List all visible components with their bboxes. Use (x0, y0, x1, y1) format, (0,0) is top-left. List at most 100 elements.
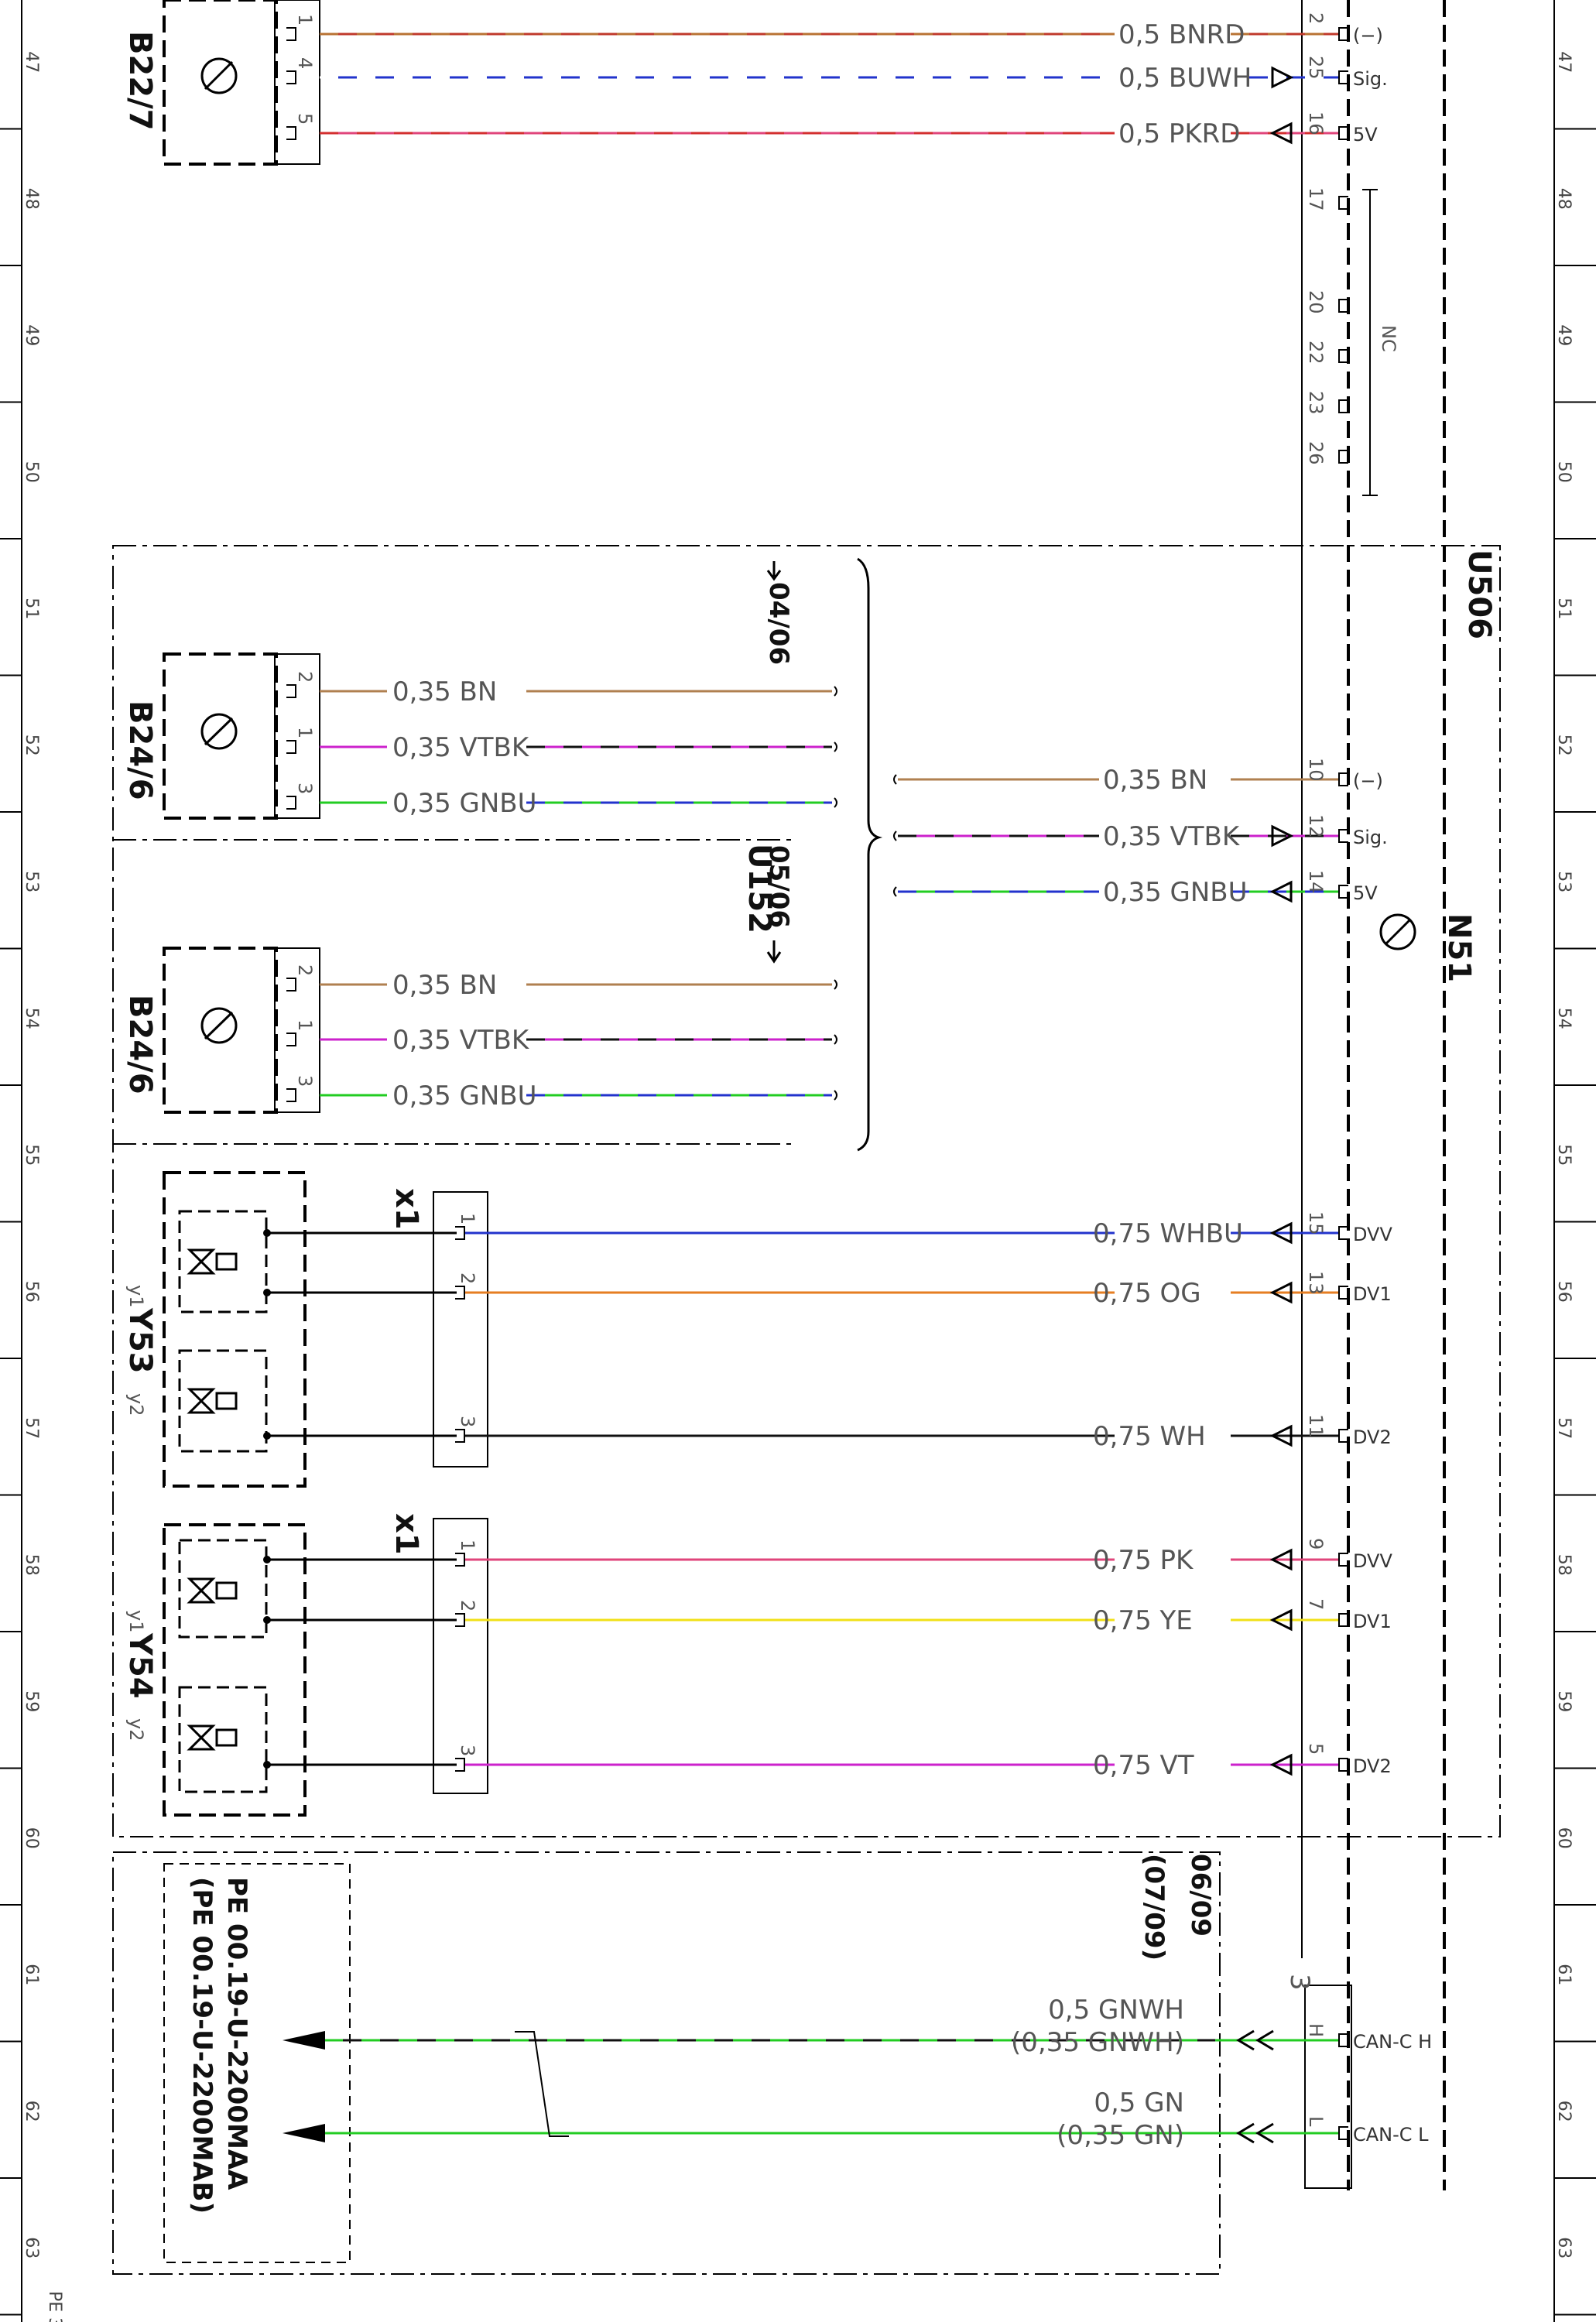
signal-name: Sig. (1353, 827, 1388, 848)
wire-break-icon (834, 979, 837, 990)
ruler-label: 54 (22, 1008, 41, 1029)
pin-socket (455, 1613, 465, 1627)
wire-label: 0,75 YE (1093, 1605, 1193, 1636)
pin-socket (1338, 1429, 1348, 1443)
pin-socket (455, 1429, 465, 1443)
pin-socket (1338, 27, 1348, 41)
wire-label: 0,5 PKRD (1118, 118, 1240, 149)
can-signal-name: CAN-C L (1353, 2124, 1429, 2146)
y54-y1-label: y1 (125, 1610, 147, 1632)
ruler-label: 60 (1554, 1827, 1574, 1849)
junction-dot (263, 1616, 271, 1624)
wire-label: 0,75 VT (1093, 1750, 1194, 1781)
wire-label: 0,35 VTBK (392, 1025, 530, 1056)
ruler-label: 48 (22, 188, 41, 210)
variant-04-06: 04/06 (763, 582, 794, 665)
pin-socket (1338, 196, 1348, 210)
sensor-symbol-icon (200, 1007, 238, 1044)
b22-7-label: B22/7 (122, 31, 158, 131)
pin-socket (1338, 450, 1348, 464)
pin-socket (1338, 349, 1348, 363)
signal-name: Sig. (1353, 68, 1388, 90)
n51-sensor-symbol-icon (1379, 913, 1416, 950)
y53-y1-label: y1 (125, 1285, 147, 1307)
y53-label: Y53 (122, 1307, 158, 1374)
module-pin-number: 15 (1305, 1211, 1327, 1235)
module-pin-number: 5 (1305, 1743, 1327, 1755)
pin-socket (1338, 885, 1348, 899)
b24-6-top-label: B24/6 (122, 700, 158, 800)
b24-6-bottom-sensor: B24/6 (122, 947, 320, 1114)
pin-socket (286, 978, 296, 991)
signal-name: DVV (1353, 1224, 1392, 1245)
valve-icon (187, 1724, 238, 1751)
wire-label: 0,35 GNBU (392, 1081, 537, 1111)
signal-name: DV1 (1353, 1283, 1392, 1305)
wire-label: 0,35 BN (392, 676, 497, 707)
pin-socket (455, 1226, 465, 1240)
output-arrow-icon (1269, 880, 1293, 903)
ruler-label: 52 (22, 735, 41, 756)
ruler-label: 49 (1554, 324, 1574, 346)
x1-pin-number: 2 (457, 1272, 478, 1284)
can-wire-label: 0,5 GNWH (1048, 1995, 1184, 2026)
sensor-pin-number: 2 (294, 671, 316, 683)
output-arrow-icon (1269, 1424, 1293, 1447)
can-signal-name: CAN-C H (1353, 2031, 1432, 2053)
wire-label: 0,75 WHBU (1093, 1218, 1243, 1249)
module-pin-number: 14 (1305, 870, 1327, 894)
ruler-label: 61 (1554, 1964, 1574, 1985)
b22-7-sensor: B22/7 (122, 0, 320, 166)
wire-break-icon (893, 886, 897, 897)
module-pin-number: 9 (1305, 1538, 1327, 1550)
wire-label: 0,75 OG (1093, 1278, 1201, 1309)
can-wire-label: 0,5 GN (1094, 2087, 1184, 2118)
wire-label: 0,35 BN (392, 970, 497, 1001)
ruler-label: 63 (22, 2237, 41, 2259)
pin-socket (1338, 1226, 1348, 1240)
pin-socket (286, 1033, 296, 1046)
wire-label: 0,35 VTBK (392, 732, 530, 763)
ruler-label: 50 (1554, 461, 1574, 483)
nc-pin-number: 17 (1305, 187, 1327, 211)
ruler-label: 57 (1554, 1417, 1574, 1439)
can-connector-number: 3 (1284, 1974, 1315, 1991)
signal-name: (−) (1353, 25, 1383, 46)
can-wire-alt-label: (0,35 GNWH) (1011, 2027, 1184, 2058)
wire-label: 0,35 BN (1103, 765, 1207, 796)
ruler-label: 62 (1554, 2101, 1574, 2122)
variant-06-09: 06/09 (1185, 1854, 1216, 1937)
pin-socket (1338, 829, 1348, 843)
ruler-label: 62 (22, 2101, 41, 2122)
pin-socket (1338, 299, 1348, 313)
module-pin-number: 10 (1305, 758, 1327, 782)
pin-socket (1338, 1613, 1348, 1627)
ruler-label: 61 (22, 1964, 41, 1985)
u506-frame (112, 545, 1501, 1837)
valve-icon (187, 1248, 238, 1275)
ruler-label: 50 (22, 461, 41, 483)
sensor-pin-number: 1 (294, 727, 316, 738)
output-arrow-icon (1269, 122, 1293, 145)
input-arrow-icon (1271, 824, 1294, 848)
nc-label: NC (1378, 325, 1399, 352)
ruler-label: 54 (1554, 1008, 1574, 1029)
signal-name: DV1 (1353, 1611, 1392, 1632)
ruler-label: 58 (22, 1554, 41, 1576)
pin-socket (1338, 1758, 1348, 1772)
pin-socket (1338, 126, 1348, 140)
sensor-pin-number: 5 (294, 113, 316, 125)
wire-label: 0,75 WH (1093, 1421, 1206, 1452)
wire-break-icon (834, 797, 837, 808)
junction-dot (263, 1229, 271, 1237)
ruler-label: 53 (22, 871, 41, 892)
bidirectional-arrow-icon (1236, 2122, 1274, 2144)
output-arrow-icon (1269, 1221, 1293, 1245)
variant-05-06: 05/06 (763, 845, 794, 928)
wire-break-icon (834, 686, 837, 697)
sensor-pin-number: 4 (294, 57, 316, 69)
pin-socket (1338, 70, 1348, 84)
